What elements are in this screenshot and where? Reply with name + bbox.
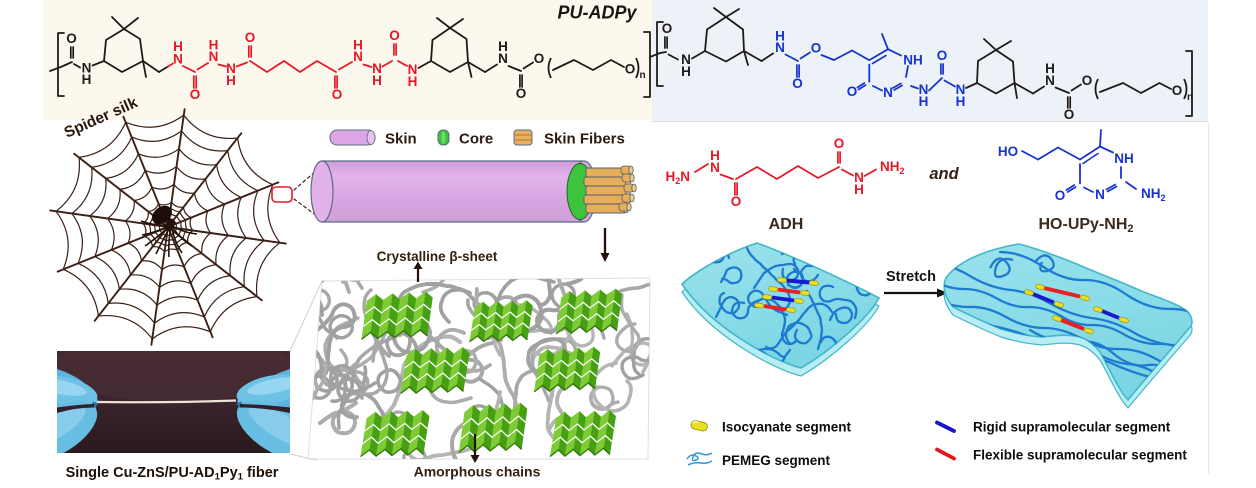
svg-text:O: O — [834, 136, 845, 151]
svg-text:O: O — [190, 87, 201, 102]
svg-text:Flexible supramolecular segmen: Flexible supramolecular segment — [973, 448, 1187, 463]
svg-text:Stretch: Stretch — [886, 269, 936, 285]
svg-text:O: O — [1172, 83, 1183, 98]
svg-text:O: O — [516, 86, 527, 101]
svg-text:HO: HO — [998, 144, 1018, 159]
svg-text:H: H — [82, 72, 92, 87]
svg-text:N: N — [681, 52, 691, 67]
svg-text:H: H — [681, 64, 691, 79]
svg-text:H: H — [226, 73, 236, 88]
svg-text:PU-ADPy: PU-ADPy — [557, 3, 637, 23]
svg-text:N: N — [82, 61, 92, 76]
svg-text:O: O — [245, 30, 256, 45]
svg-text:H: H — [372, 73, 382, 88]
svg-text:H: H — [919, 94, 929, 109]
svg-text:O: O — [1055, 188, 1066, 203]
svg-text:Skin Fibers: Skin Fibers — [544, 131, 625, 148]
svg-text:O: O — [792, 76, 803, 91]
svg-text:Skin: Skin — [385, 131, 417, 148]
svg-text:O: O — [1082, 73, 1093, 88]
svg-text:NH2: NH2 — [1141, 186, 1166, 203]
svg-text:N: N — [1095, 187, 1105, 202]
svg-text:n: n — [1187, 92, 1193, 103]
svg-text:O: O — [731, 194, 742, 209]
svg-text:HO-UPy-NH2: HO-UPy-NH2 — [1038, 216, 1133, 235]
svg-text:O: O — [1064, 107, 1075, 122]
svg-text:N: N — [775, 40, 785, 55]
svg-text:H: H — [1045, 61, 1055, 76]
svg-text:N: N — [1045, 73, 1055, 88]
svg-text:O: O — [625, 62, 636, 77]
svg-text:Core: Core — [459, 131, 493, 148]
svg-text:O: O — [662, 21, 673, 36]
svg-text:NH: NH — [903, 53, 923, 68]
svg-text:H: H — [408, 74, 418, 89]
svg-text:N: N — [209, 49, 219, 64]
svg-text:Rigid supramolecular segment: Rigid supramolecular segment — [973, 420, 1171, 435]
svg-text:N: N — [956, 82, 966, 97]
svg-text:N: N — [173, 52, 183, 67]
svg-text:NH: NH — [1114, 151, 1134, 166]
svg-text:ADH: ADH — [769, 216, 804, 233]
svg-text:H: H — [353, 38, 363, 53]
svg-text:N: N — [919, 82, 929, 97]
svg-text:N: N — [353, 49, 363, 64]
svg-text:Crystalline β-sheet: Crystalline β-sheet — [377, 249, 498, 264]
svg-text:and: and — [929, 165, 959, 183]
svg-text:O: O — [811, 41, 822, 56]
svg-text:O: O — [534, 51, 545, 66]
svg-text:O: O — [332, 87, 343, 102]
svg-text:n: n — [639, 70, 645, 81]
svg-text:N: N — [883, 85, 893, 100]
svg-text:PEMEG segment: PEMEG segment — [722, 453, 831, 468]
svg-text:Amorphous chains: Amorphous chains — [414, 464, 541, 480]
svg-text:H: H — [710, 148, 720, 163]
svg-text:N: N — [226, 61, 236, 76]
svg-text:H: H — [209, 38, 219, 53]
svg-text:O: O — [66, 31, 77, 46]
svg-text:H2N: H2N — [665, 169, 690, 186]
svg-text:H: H — [498, 39, 508, 54]
svg-text:O: O — [847, 84, 858, 99]
svg-text:H: H — [173, 39, 183, 54]
svg-text:Single Cu-ZnS/PU-AD1Py1 fiber: Single Cu-ZnS/PU-AD1Py1 fiber — [66, 465, 279, 483]
svg-text:N: N — [710, 160, 720, 175]
svg-text:Isocyanate segment: Isocyanate segment — [722, 420, 852, 435]
svg-text:N: N — [854, 170, 864, 185]
svg-text:O: O — [937, 48, 948, 63]
svg-text:N: N — [498, 51, 508, 66]
svg-text:H: H — [775, 29, 785, 44]
svg-text:N: N — [372, 61, 382, 76]
svg-text:NH2: NH2 — [880, 159, 905, 176]
svg-text:H: H — [854, 182, 864, 197]
svg-text:N: N — [408, 62, 418, 77]
svg-text:O: O — [389, 28, 400, 43]
svg-text:H: H — [956, 94, 966, 109]
